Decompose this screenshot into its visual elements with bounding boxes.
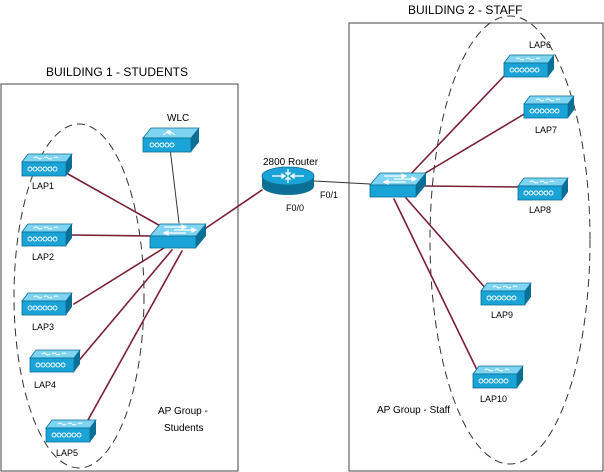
lap4-label: LAP4 bbox=[34, 380, 56, 390]
link-lap4-switch1 bbox=[75, 249, 173, 365]
lap8-icon[interactable] bbox=[517, 177, 569, 201]
lap8-label: LAP8 bbox=[529, 205, 551, 215]
switch-building-1-icon[interactable] bbox=[149, 223, 207, 249]
link-router-switch2 bbox=[313, 180, 371, 185]
router-icon[interactable] bbox=[261, 166, 315, 196]
lap2-icon[interactable] bbox=[21, 223, 73, 247]
link-lap3-switch1 bbox=[73, 247, 165, 305]
link-switch2-lap9 bbox=[405, 197, 489, 292]
link-lap1-switch1 bbox=[67, 173, 165, 229]
lap4-icon[interactable] bbox=[29, 349, 81, 373]
link-switch2-lap7 bbox=[411, 112, 527, 182]
building-2-title: BUILDING 2 - STAFF bbox=[408, 3, 522, 17]
ap-group-staff-label: AP Group - Staff bbox=[377, 405, 450, 416]
ap-group-staff-boundary bbox=[429, 15, 591, 465]
lap5-icon[interactable] bbox=[45, 419, 97, 443]
lap1-label: LAP1 bbox=[32, 181, 54, 191]
link-wlc-switch1 bbox=[169, 147, 180, 224]
links-building-1 bbox=[67, 147, 263, 421]
router-port-f00: F0/0 bbox=[286, 203, 304, 213]
lap3-icon[interactable] bbox=[21, 292, 73, 316]
wlc-icon[interactable] bbox=[142, 127, 200, 153]
link-lap2-switch1 bbox=[69, 234, 151, 237]
lap7-label: LAP7 bbox=[535, 125, 557, 135]
router-port-f01: F0/1 bbox=[320, 190, 338, 200]
link-switch2-lap6 bbox=[404, 73, 507, 181]
links-building-2 bbox=[313, 73, 527, 373]
wlc-label: WLC bbox=[167, 113, 189, 124]
lap9-icon[interactable] bbox=[480, 282, 532, 306]
lap6-label: LAP6 bbox=[529, 40, 551, 50]
lap3-label: LAP3 bbox=[32, 322, 54, 332]
lap6-icon[interactable] bbox=[503, 54, 555, 78]
ap-group-students-label-2: Students bbox=[164, 423, 203, 434]
lap1-icon[interactable] bbox=[21, 153, 73, 177]
lap10-icon[interactable] bbox=[472, 365, 524, 389]
link-switch2-lap10 bbox=[393, 198, 479, 373]
ap-group-students-boundary bbox=[13, 123, 145, 469]
building-2-box bbox=[348, 22, 604, 472]
building-1-box bbox=[0, 83, 239, 472]
building-1-title: BUILDING 1 - STUDENTS bbox=[46, 65, 188, 79]
lap10-label: LAP10 bbox=[480, 394, 507, 404]
lap5-label: LAP5 bbox=[56, 448, 78, 458]
link-lap5-switch1 bbox=[87, 250, 183, 421]
link-switch2-lap8 bbox=[423, 185, 521, 188]
switch-building-2-icon[interactable] bbox=[369, 172, 427, 198]
lap2-label: LAP2 bbox=[32, 252, 54, 262]
ap-group-students-label-1: AP Group - bbox=[158, 406, 208, 417]
lap7-icon[interactable] bbox=[523, 95, 575, 119]
router-label: 2800 Router bbox=[263, 157, 319, 168]
lap9-label: LAP9 bbox=[491, 310, 513, 320]
link-switch1-router bbox=[205, 189, 263, 229]
